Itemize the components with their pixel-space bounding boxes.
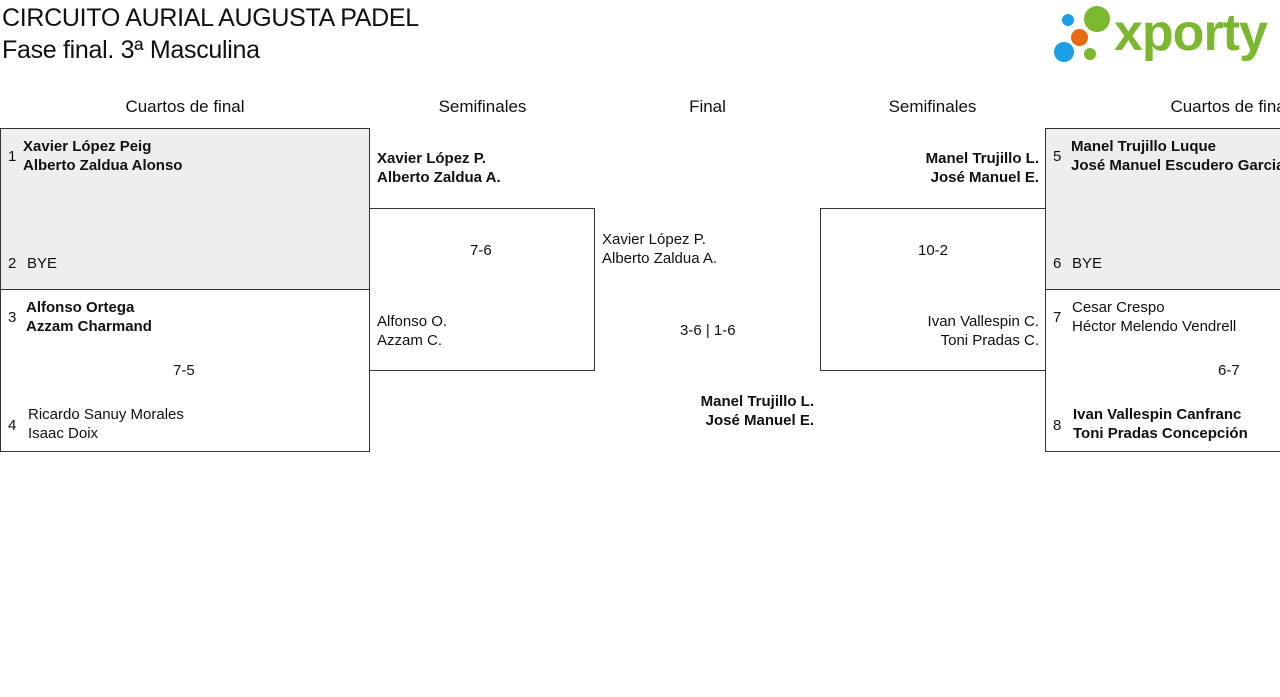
bye-label: BYE <box>27 255 58 272</box>
player-name: Ricardo Sanuy Morales <box>28 406 184 423</box>
round-heading-qf-right: Cuartos de final <box>1170 97 1280 116</box>
xporty-logo: xporty <box>1050 2 1276 68</box>
logo-dot-green-small <box>1084 48 1096 60</box>
match-score: 7-6 <box>470 242 492 259</box>
player-name: Xavier López P. <box>377 150 486 167</box>
player-name: Cesar Crespo <box>1072 299 1165 316</box>
seed-number: 2 <box>8 255 17 272</box>
player-name: José Manuel E. <box>930 169 1039 186</box>
player-name: José Manuel Escudero Garcia <box>1071 157 1280 174</box>
seed-number: 4 <box>8 417 17 434</box>
round-heading-qf-left: Cuartos de final <box>125 97 245 116</box>
seed-number: 3 <box>8 309 17 326</box>
player-name: Alfonso Ortega <box>26 299 135 316</box>
player-name: Ivan Vallespin Canfranc <box>1073 406 1242 423</box>
player-name: Azzam Charmand <box>26 318 152 335</box>
round-heading-final: Final <box>689 97 726 116</box>
match-box-qf-left-1[interactable]: 1 Xavier López Peig Alberto Zaldua Alons… <box>0 128 370 290</box>
player-name: Toni Pradas C. <box>940 332 1039 349</box>
round-heading-sf-right: Semifinales <box>888 97 977 116</box>
seed-number: 7 <box>1053 309 1062 326</box>
player-name: Alberto Zaldua A. <box>602 250 718 267</box>
page-title: CIRCUITO AURIAL AUGUSTA PADEL <box>2 4 419 32</box>
seed-number: 6 <box>1053 255 1062 272</box>
player-name: Manel Trujillo L. <box>925 150 1039 167</box>
player-name: Isaac Doix <box>28 425 99 442</box>
player-name: Ivan Vallespin C. <box>927 313 1039 330</box>
player-name: Xavier López P. <box>602 231 706 248</box>
match-box-qf-left-2[interactable]: 3 Alfonso Ortega Azzam Charmand 7-5 4 Ri… <box>0 289 370 452</box>
match-box-qf-right-1[interactable]: 5 Manel Trujillo Luque José Manuel Escud… <box>1045 128 1280 290</box>
player-name: José Manuel E. <box>705 412 814 429</box>
page-subtitle: Fase final. 3ª Masculina <box>2 36 260 64</box>
logo-dot-orange <box>1071 29 1088 46</box>
player-name: Alberto Zaldua Alonso <box>23 157 183 174</box>
match-box-sf-right[interactable]: 10-2 Ivan Vallespin C. Toni Pradas C. <box>820 208 1046 371</box>
match-box-sf-left[interactable]: 7-6 Alfonso O. Azzam C. <box>369 208 595 371</box>
player-name: Manel Trujillo Luque <box>1071 138 1217 155</box>
seed-number: 1 <box>8 148 17 165</box>
logo-dot-green <box>1084 6 1110 32</box>
round-heading-sf-left: Semifinales <box>438 97 527 116</box>
player-name: Manel Trujillo L. <box>700 393 814 410</box>
seed-number: 8 <box>1053 417 1062 434</box>
player-name: Alberto Zaldua A. <box>377 169 501 186</box>
seed-number: 5 <box>1053 148 1062 165</box>
player-name: Xavier López Peig <box>23 138 152 155</box>
logo-dot-blue-small <box>1062 14 1074 26</box>
player-name: Azzam C. <box>377 332 443 349</box>
logo-text: xporty <box>1114 4 1268 62</box>
logo-dot-blue <box>1054 42 1074 62</box>
match-score: 6-7 <box>1218 362 1240 379</box>
match-score: 10-2 <box>918 242 949 259</box>
match-score: 7-5 <box>173 362 195 379</box>
player-name: Toni Pradas Concepción <box>1073 425 1248 442</box>
player-name: Alfonso O. <box>377 313 448 330</box>
match-score-final: 3-6 | 1-6 <box>680 322 736 339</box>
match-box-qf-right-2[interactable]: 7 Cesar Crespo Héctor Melendo Vendrell 6… <box>1045 289 1280 452</box>
player-name: Héctor Melendo Vendrell <box>1072 318 1237 335</box>
bye-label: BYE <box>1072 255 1103 272</box>
